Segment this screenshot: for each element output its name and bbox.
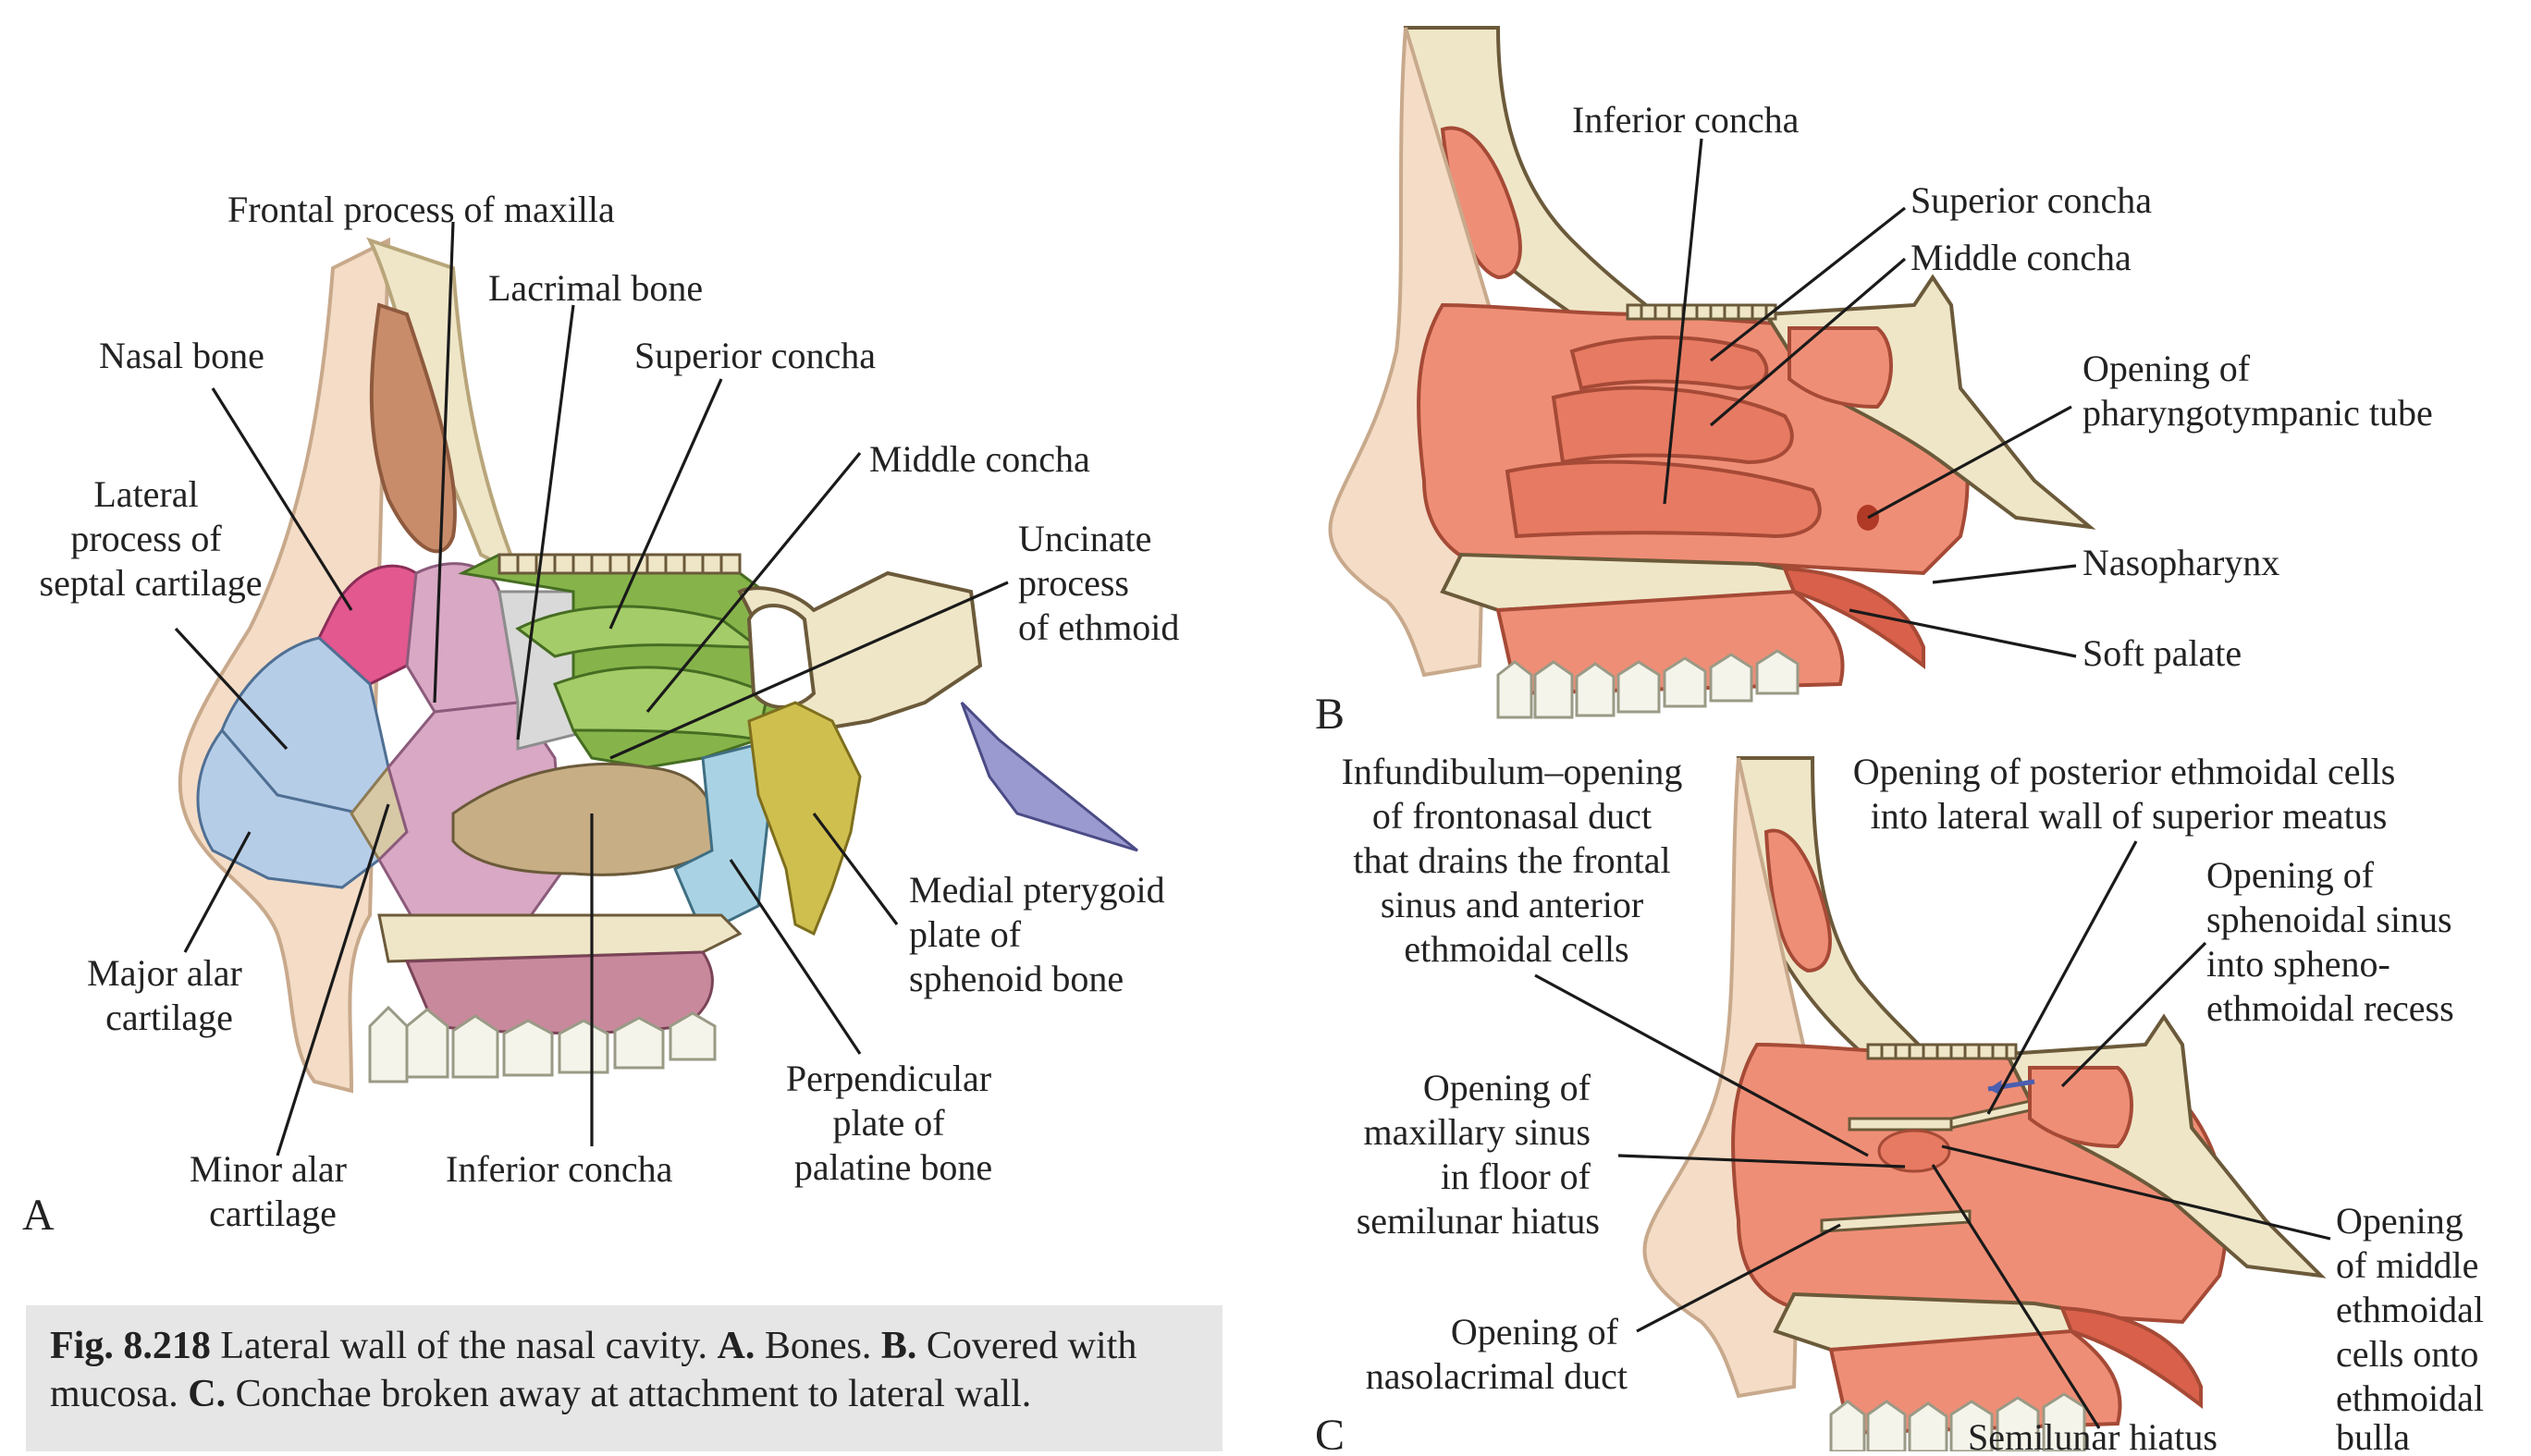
caption-tag-b: B. xyxy=(881,1325,917,1367)
panel-letter-c: C xyxy=(1315,1411,1345,1451)
label-nasolacrimal: Opening of nasolacrimal duct xyxy=(1366,1311,1628,1397)
label-middle-concha-a: Middle concha xyxy=(869,438,1090,480)
label-semilunar: Semilunar hiatus xyxy=(1968,1416,2218,1451)
frontal-process-shape xyxy=(407,564,518,712)
label-lacrimal-bone: Lacrimal bone xyxy=(488,267,703,309)
panel-letter-b: B xyxy=(1315,690,1345,739)
caption-text-2: Bones. xyxy=(755,1325,881,1367)
label-maxillary: Opening of maxillary sinus in floor of s… xyxy=(1357,1067,1600,1242)
caption-text-4: Conchae broken away at attachment to lat… xyxy=(226,1373,1031,1415)
label-pharyngo: Opening of pharyngotympanic tube xyxy=(2083,348,2433,434)
superior-concha-b xyxy=(1572,337,1766,388)
label-lateral-process: Lateral process of septal cartilage xyxy=(40,473,263,604)
label-soft-palate: Soft palate xyxy=(2083,632,2242,674)
label-middle-ethmoidal: Opening of middle ethmoidal cells onto e… xyxy=(2336,1200,2493,1451)
label-medial-pterygoid: Medial pterygoid plate of sphenoid bone xyxy=(909,869,1174,999)
label-nasal-bone: Nasal bone xyxy=(99,335,264,376)
label-minor-alar: Minor alar cartilage xyxy=(190,1148,356,1234)
panel-a: Frontal process of maxilla Lacrimal bone… xyxy=(22,189,1179,1240)
ethmoid-roof-b xyxy=(1628,305,1775,319)
caption-tag-c: C. xyxy=(188,1373,226,1415)
ethmoid-roof xyxy=(499,555,740,573)
label-sphenoidal: Opening of sphenoidal sinus into spheno-… xyxy=(2206,854,2462,1029)
label-middle-concha-b: Middle concha xyxy=(1911,237,2132,278)
lateral-pterygoid-shape xyxy=(962,703,1137,850)
label-major-alar: Major alar cartilage xyxy=(87,952,252,1038)
label-superior-concha-a: Superior concha xyxy=(634,335,876,376)
label-inferior-concha-b: Inferior concha xyxy=(1572,99,1800,141)
label-nasopharynx: Nasopharynx xyxy=(2083,542,2279,583)
middle-concha-stump-c xyxy=(1849,1119,1951,1130)
label-perpendicular: Perpendicular plate of palatine bone xyxy=(786,1058,1001,1188)
label-infundibulum: Infundibulum–opening of frontonasal duct… xyxy=(1342,751,1692,970)
panel-b: Inferior concha Superior concha Middle c… xyxy=(1315,28,2433,739)
caption-text-1: Lateral wall of the nasal cavity. xyxy=(211,1325,718,1367)
ethmoid-roof-c xyxy=(1868,1045,2016,1058)
label-uncinate: Uncinate process of ethmoid xyxy=(1018,518,1179,648)
panel-letter-a: A xyxy=(22,1191,55,1240)
figure-caption: Fig. 8.218 Lateral wall of the nasal cav… xyxy=(26,1305,1222,1451)
caption-fig-number: Fig. 8.218 xyxy=(50,1325,211,1367)
label-frontal-process: Frontal process of maxilla xyxy=(227,189,615,230)
label-inferior-concha-a: Inferior concha xyxy=(446,1148,673,1190)
oral-cavity-a xyxy=(407,952,712,1034)
label-superior-concha-b: Superior concha xyxy=(1911,179,2152,221)
caption-tag-a: A. xyxy=(718,1325,756,1367)
panel-c: Infundibulum–opening of frontonasal duct… xyxy=(1315,751,2493,1451)
pterygoid-shape xyxy=(749,703,860,934)
label-posterior-ethmoidal: Opening of posterior ethmoidal cells int… xyxy=(1853,751,2405,837)
